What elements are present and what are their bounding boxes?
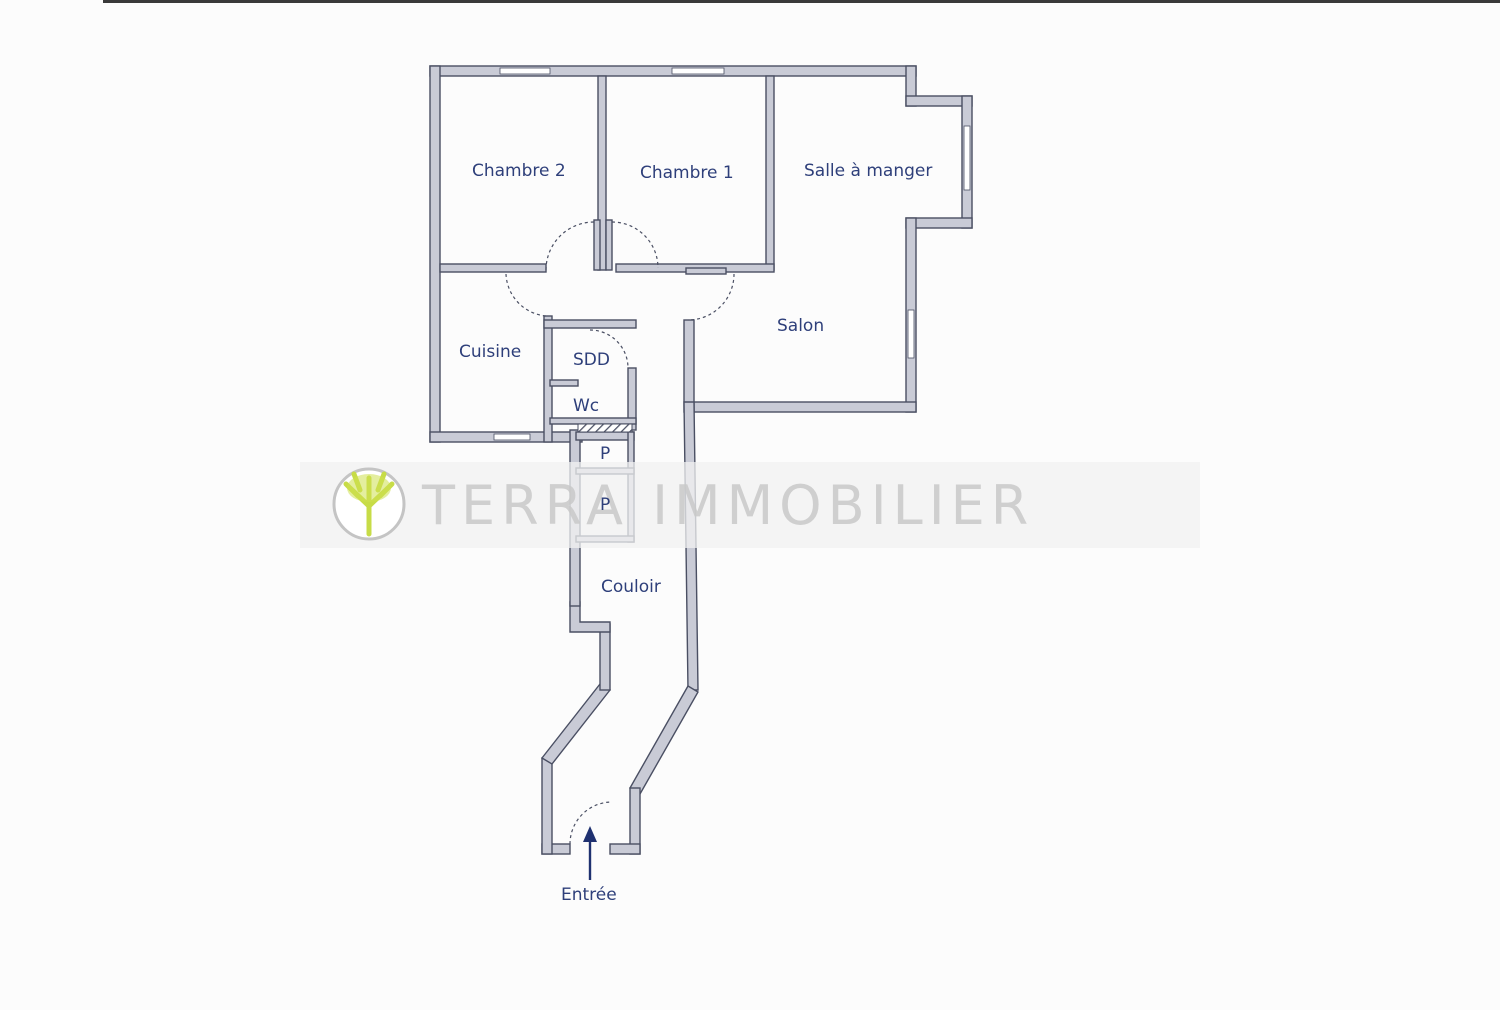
room-label-entree: Entrée bbox=[561, 885, 617, 905]
ventilation-duct bbox=[577, 423, 633, 433]
room-label-wc: Wc bbox=[573, 396, 599, 416]
sheet-top-border bbox=[103, 0, 1500, 3]
outer-walls bbox=[429, 65, 973, 855]
room-label-chambre-2: Chambre 2 bbox=[472, 161, 566, 181]
room-label-sdd: SDD bbox=[573, 350, 610, 370]
entrance-arrow-icon bbox=[583, 826, 597, 880]
tree-icon bbox=[332, 467, 406, 541]
watermark: TERRA IMMOBILIER bbox=[300, 462, 1200, 548]
room-label-salon: Salon bbox=[777, 316, 824, 336]
door-swings bbox=[505, 221, 735, 845]
room-label-cuisine: Cuisine bbox=[459, 342, 521, 362]
room-label-placard-1: P bbox=[600, 444, 610, 464]
room-label-couloir: Couloir bbox=[601, 577, 661, 597]
watermark-text: TERRA IMMOBILIER bbox=[421, 474, 1034, 537]
room-label-placard-2: P bbox=[600, 495, 610, 515]
windows bbox=[493, 67, 971, 441]
room-label-chambre-1: Chambre 1 bbox=[640, 163, 734, 183]
room-label-salle-a-manger: Salle à manger bbox=[804, 161, 932, 181]
room-labels: Chambre 2 Chambre 1 Salle à manger Salon… bbox=[459, 161, 932, 905]
